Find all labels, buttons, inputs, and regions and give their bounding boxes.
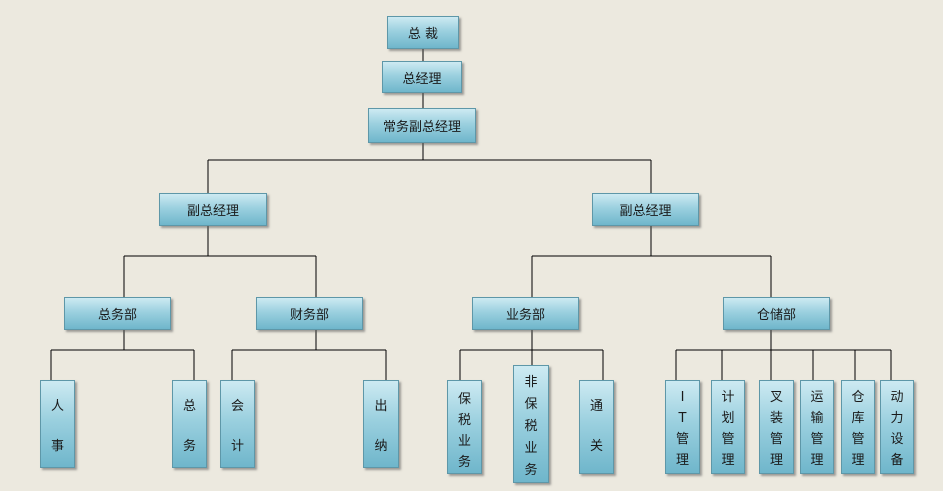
node-dept-business: 业务部 xyxy=(472,297,579,330)
node-unit-customs: 通关 xyxy=(579,380,614,474)
node-general-manager: 总经理 xyxy=(382,61,462,93)
node-unit-bonded: 保税业务 xyxy=(447,380,482,474)
node-unit-accounting: 会计 xyxy=(220,380,255,468)
node-vice-general-manager-right: 副总经理 xyxy=(592,193,699,226)
node-dept-general-affairs: 总务部 xyxy=(64,297,171,330)
node-unit-general: 总务 xyxy=(172,380,207,468)
node-unit-transport: 运输管理 xyxy=(800,380,834,474)
node-dept-warehouse: 仓储部 xyxy=(723,297,830,330)
node-unit-storage: 仓库管理 xyxy=(841,380,875,474)
node-dept-finance: 财务部 xyxy=(256,297,363,330)
node-unit-forklift: 叉装管理 xyxy=(759,380,794,474)
node-unit-power: 动力设备 xyxy=(880,380,914,474)
node-executive-vice-general-manager: 常务副总经理 xyxy=(368,108,476,143)
node-unit-planning: 计划管理 xyxy=(711,380,745,474)
node-unit-non-bonded: 非保税业务 xyxy=(513,365,549,483)
node-vice-general-manager-left: 副总经理 xyxy=(159,193,267,226)
node-unit-cashier: 出纳 xyxy=(363,380,399,468)
node-ceo: 总 裁 xyxy=(387,16,459,49)
node-unit-hr: 人事 xyxy=(40,380,75,468)
